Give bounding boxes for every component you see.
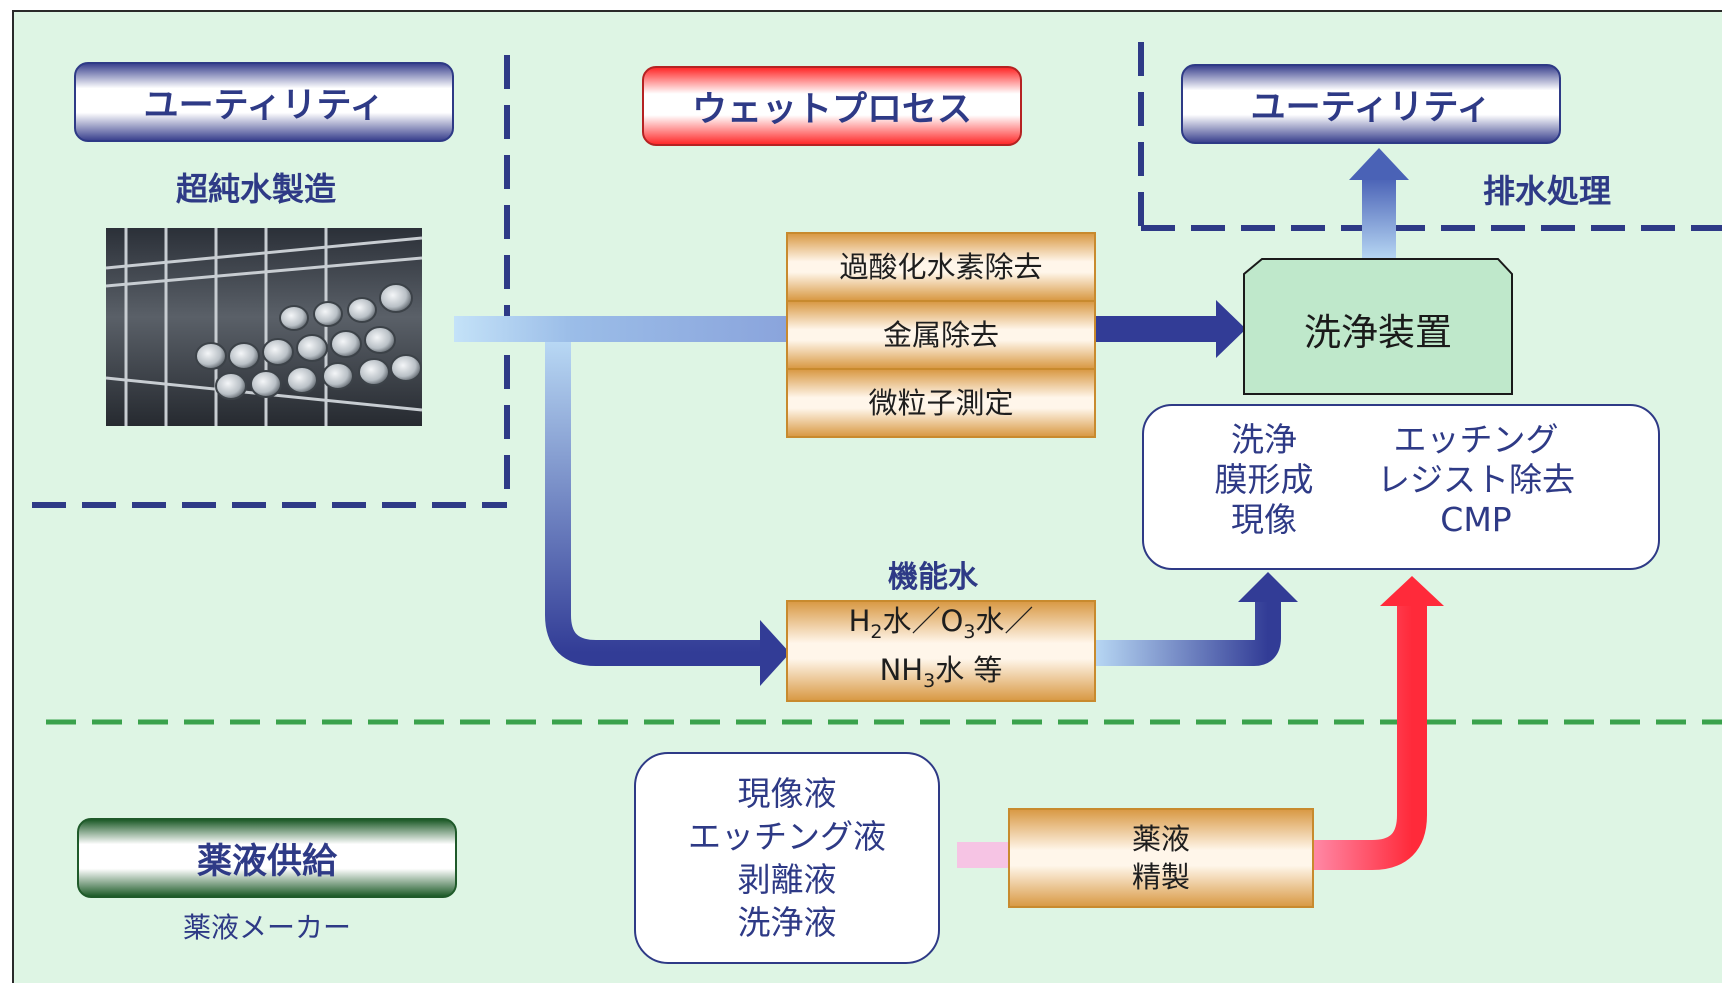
process-list-right: エッチング レジスト除去 CMP [1344,420,1608,540]
utility-right-pill: ユーティリティ [1181,64,1561,144]
chemical-item: 剥離液 [737,860,837,899]
chemicals-box: 現像液 エッチング液 剥離液 洗浄液 [634,752,940,964]
fw-subscript: 2 [870,621,883,643]
functional-water-to-process-arrow [1094,600,1281,666]
wet-process-pill: ウェットプロセス [642,66,1022,146]
process-item: 膜形成 [1214,460,1314,499]
process-item: CMP [1440,500,1512,539]
chemical-item: 洗浄液 [737,903,837,942]
utility-right-label: ユーティリティ [1250,87,1492,128]
functional-water-box: H2水／O3水／ NH3水 等 [786,600,1096,702]
refining-line: 精製 [1131,860,1190,894]
wet-process-label: ウェットプロセス [691,89,972,130]
utility-left-pill: ユーティリティ [74,62,454,142]
fw-text: H [848,604,871,639]
to-cleaning-device-line [1094,316,1218,342]
water-supply-line [454,316,788,342]
utility-right-subtitle: 排水処理 [1483,172,1612,210]
drain-arrowhead [1349,148,1409,180]
refining-line: 薬液 [1131,822,1190,856]
purification-step-1-label: 過酸化水素除去 [839,250,1043,284]
chemical-refining-box: 薬液 精製 [1008,808,1314,908]
boundary-lines [32,42,1722,725]
process-list-left: 洗浄 膜形成 現像 [1184,420,1344,540]
functional-water-arrowhead [760,620,790,686]
purification-step-3-label: 微粒子測定 [868,386,1014,420]
purification-step-3: 微粒子測定 [786,368,1096,438]
functional-water-line-1: H2水／O3水／ [849,602,1034,651]
to-cleaning-device-arrowhead [1216,300,1246,358]
functional-water-branch-arrow [545,342,762,666]
purification-step-2: 金属除去 [786,300,1096,370]
functional-water-line-2: NH3水 等 [880,651,1003,700]
process-item: 現像 [1231,500,1297,539]
fw-text: 水／ [975,604,1034,639]
chemical-item: エッチング液 [688,817,886,856]
chemical-supply-pill: 薬液供給 [77,818,457,898]
process-item: レジスト除去 [1377,460,1575,499]
utility-left-subtitle: 超純水製造 [176,170,337,208]
refined-chemical-arrow [1312,606,1427,870]
refined-chemical-arrowhead [1380,576,1444,606]
chemical-supply-label: 薬液供給 [196,841,337,882]
purification-step-1: 過酸化水素除去 [786,232,1096,302]
cleaning-device-label: 洗浄装置 [1304,311,1452,354]
functional-water-title: 機能水 [888,560,978,595]
fw-subscript: 3 [963,621,976,643]
fw-subscript: 3 [923,669,936,692]
process-item: エッチング [1393,420,1559,459]
chemical-supply-line [957,842,1009,868]
drain-arrow-shaft [1362,178,1396,260]
utility-left-label: ユーティリティ [143,85,385,126]
cleaning-device-shape [1243,258,1513,395]
chemical-item: 現像液 [737,774,837,813]
purification-step-2-label: 金属除去 [882,318,999,352]
chemical-supply-subtitle: 薬液メーカー [182,911,351,944]
fw-text: 水 等 [935,653,1003,687]
process-item: 洗浄 [1231,420,1297,459]
process-list-box: 洗浄 膜形成 現像 エッチング レジスト除去 CMP [1142,404,1660,570]
ultrapure-water-plant-photo [106,228,422,426]
functional-water-process-arrowhead [1238,572,1298,602]
fw-text: NH [879,653,924,687]
fw-text: 水／O [882,604,964,639]
